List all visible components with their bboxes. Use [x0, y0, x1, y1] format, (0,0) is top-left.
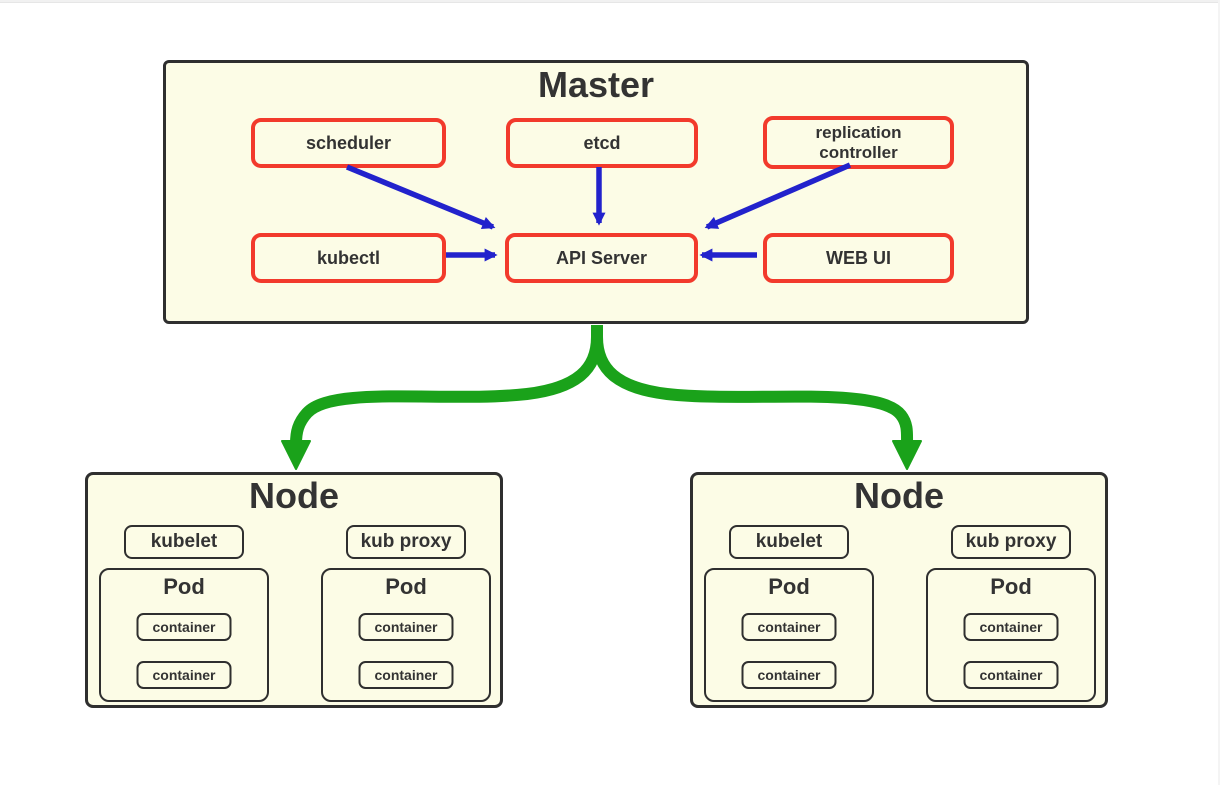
- kubelet-box: kubelet: [124, 525, 244, 559]
- arrow-master-to-node-left: [290, 325, 603, 445]
- master-title: Master: [537, 64, 655, 105]
- pod-title: Pod: [990, 574, 1032, 599]
- node-right-title: Node: [854, 475, 944, 516]
- kub-proxy-box: kub proxy: [346, 525, 466, 559]
- container-box: container: [358, 613, 454, 641]
- node-left-box: Node kubelet kub proxy Pod container con…: [85, 472, 503, 708]
- arrowhead-node-left: [281, 440, 311, 470]
- arrowhead-node-right: [892, 440, 922, 470]
- container-box: container: [741, 661, 837, 689]
- pod-title: Pod: [163, 574, 205, 599]
- right-border-strip: [1218, 0, 1220, 785]
- kub-proxy-box: kub proxy: [951, 525, 1071, 559]
- pod-title: Pod: [385, 574, 427, 599]
- container-box: container: [963, 613, 1059, 641]
- pod-box: Pod container container: [321, 568, 491, 702]
- node-left-title: Node: [249, 475, 339, 516]
- container-box: container: [963, 661, 1059, 689]
- replication-controller-box: replication controller: [763, 116, 954, 169]
- arrow-master-to-node-right: [591, 325, 914, 445]
- master-box: Master scheduler etcd replication contro…: [163, 60, 1029, 324]
- kubelet-box: kubelet: [729, 525, 849, 559]
- pod-box: Pod container container: [99, 568, 269, 702]
- container-box: container: [136, 613, 232, 641]
- pod-title: Pod: [768, 574, 810, 599]
- container-box: container: [136, 661, 232, 689]
- scheduler-box: scheduler: [251, 118, 446, 168]
- top-border-strip: [0, 0, 1220, 3]
- api-server-box: API Server: [505, 233, 698, 283]
- kubectl-box: kubectl: [251, 233, 446, 283]
- etcd-box: etcd: [506, 118, 698, 168]
- web-ui-box: WEB UI: [763, 233, 954, 283]
- container-box: container: [358, 661, 454, 689]
- container-box: container: [741, 613, 837, 641]
- pod-box: Pod container container: [704, 568, 874, 702]
- node-right-box: Node kubelet kub proxy Pod container con…: [690, 472, 1108, 708]
- pod-box: Pod container container: [926, 568, 1096, 702]
